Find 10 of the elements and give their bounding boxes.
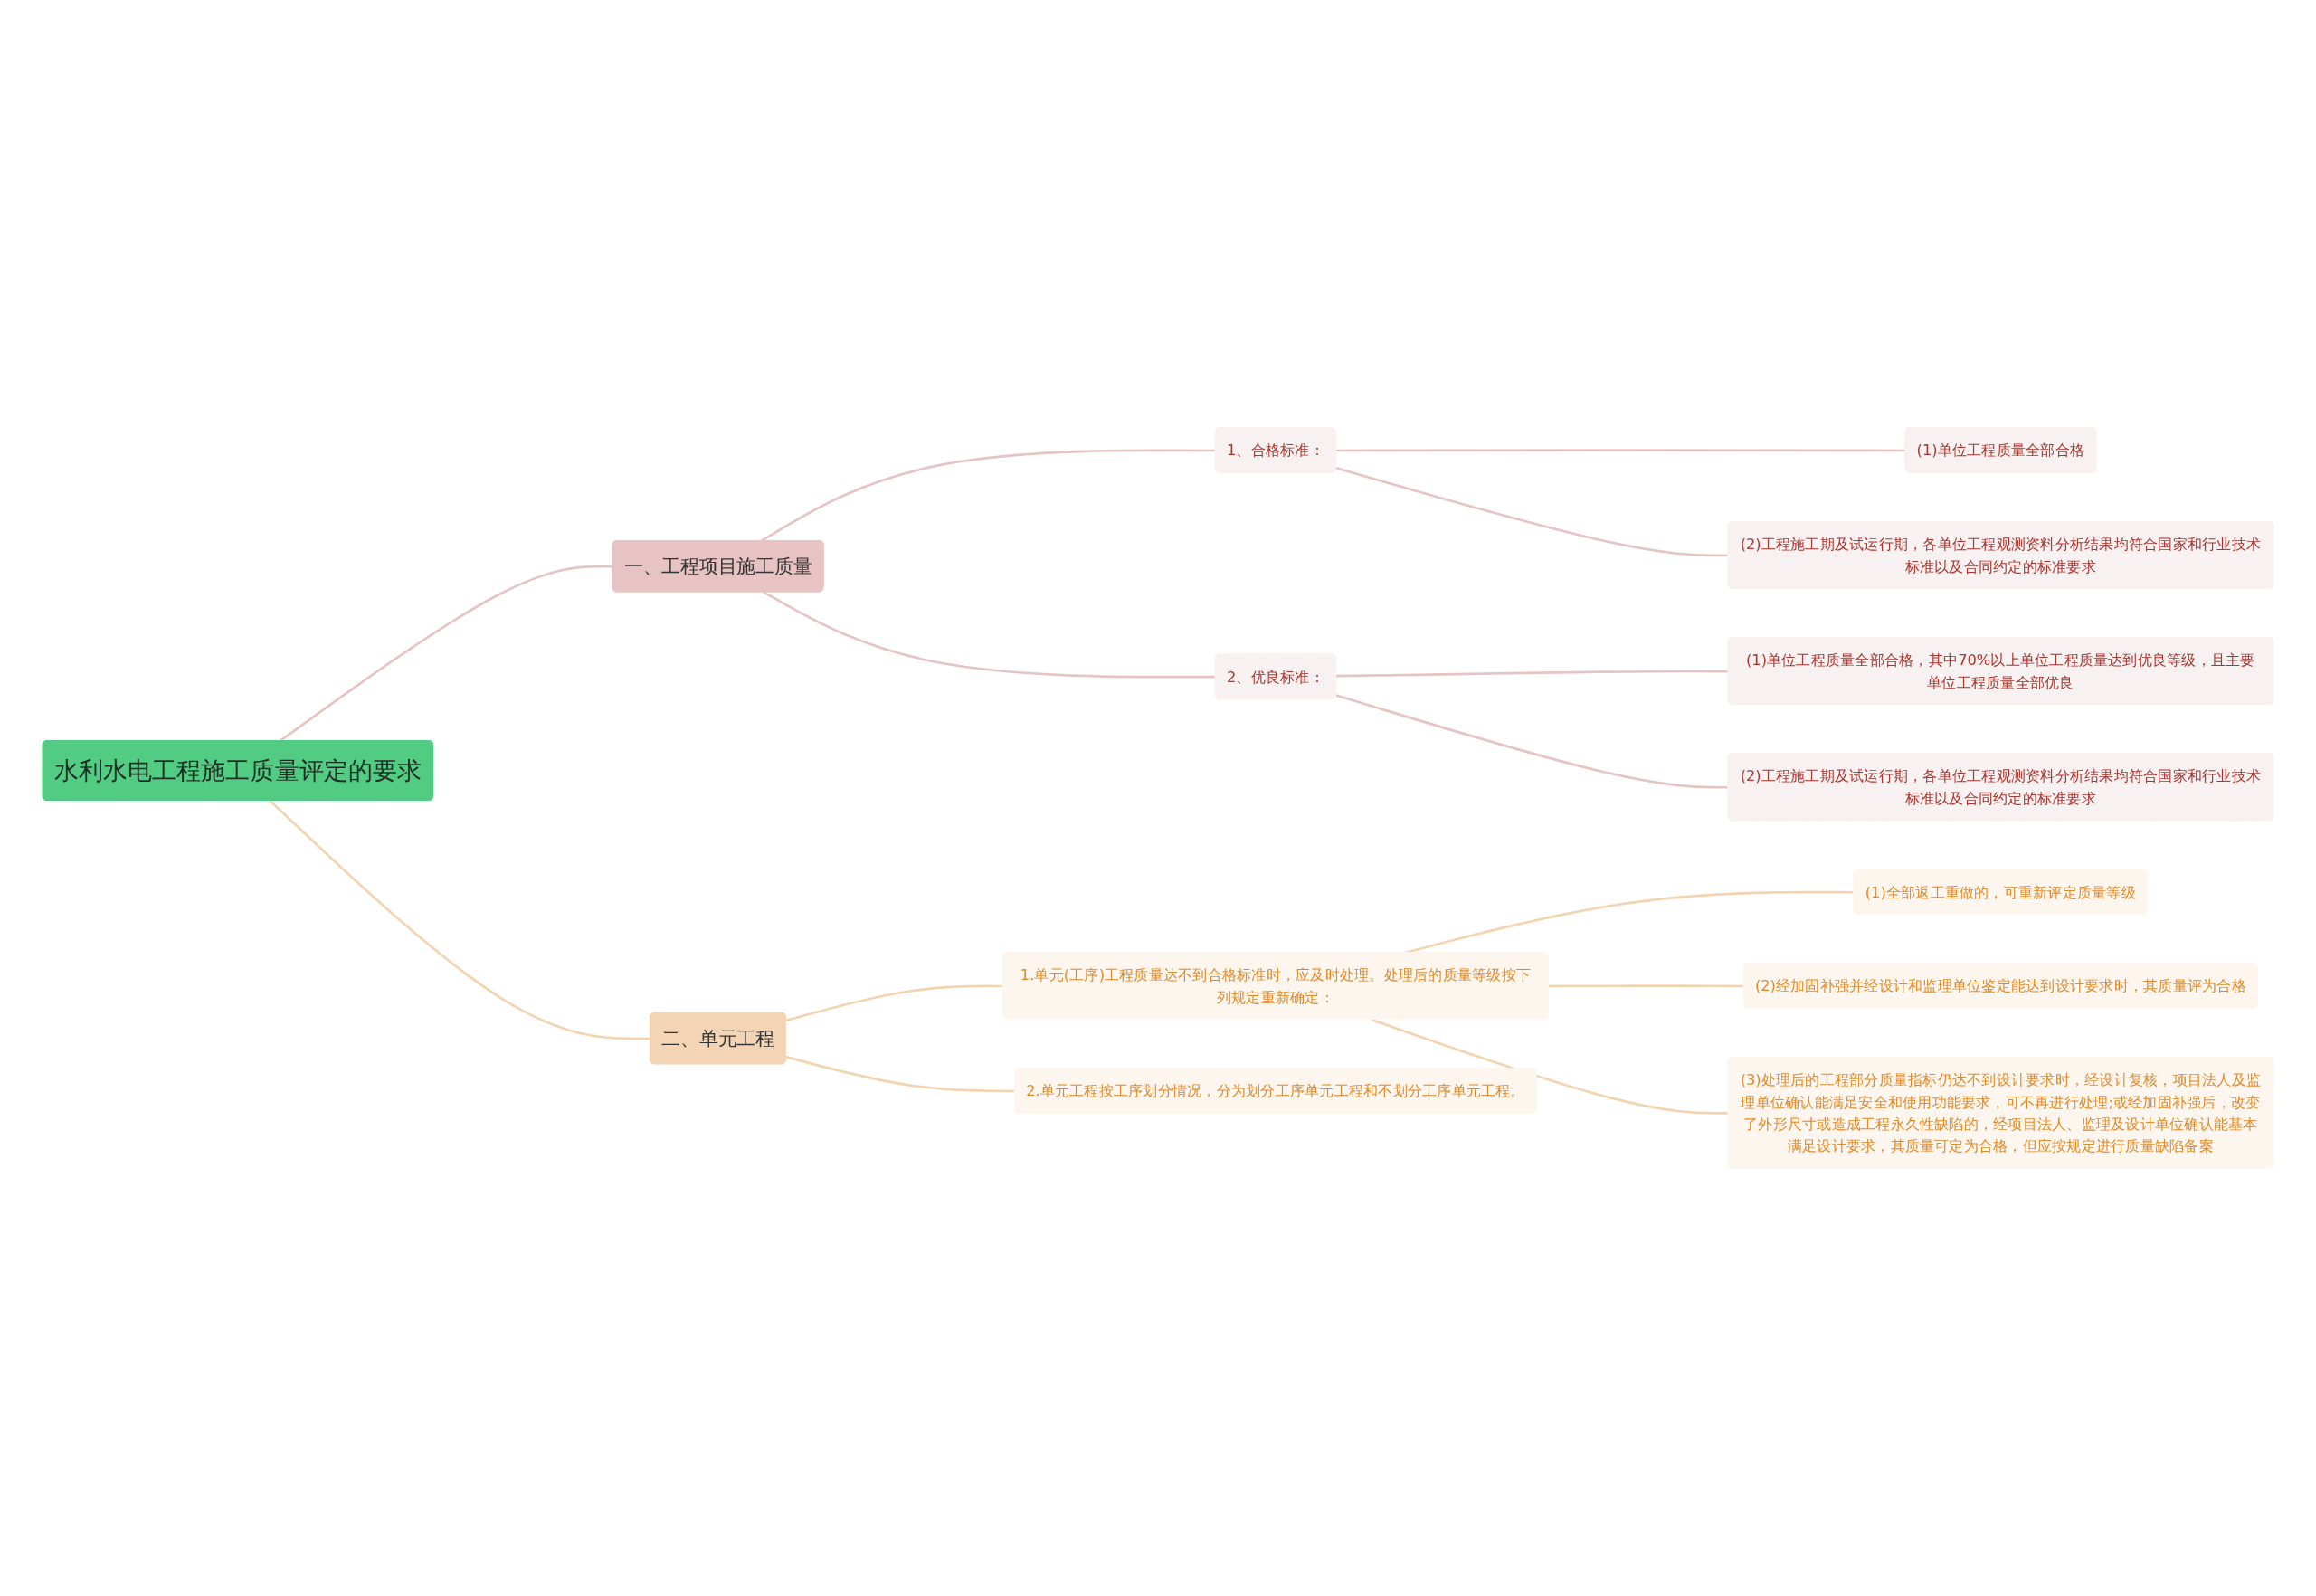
connector [1335, 670, 1729, 678]
connector [1335, 449, 1906, 452]
connector [1335, 694, 1729, 789]
connector [1548, 984, 1744, 988]
connector [785, 984, 1003, 1022]
connector [763, 591, 1216, 679]
connector [785, 1055, 1015, 1093]
connector [269, 799, 651, 1040]
connector [1335, 466, 1729, 557]
connector [1371, 1018, 1729, 1115]
